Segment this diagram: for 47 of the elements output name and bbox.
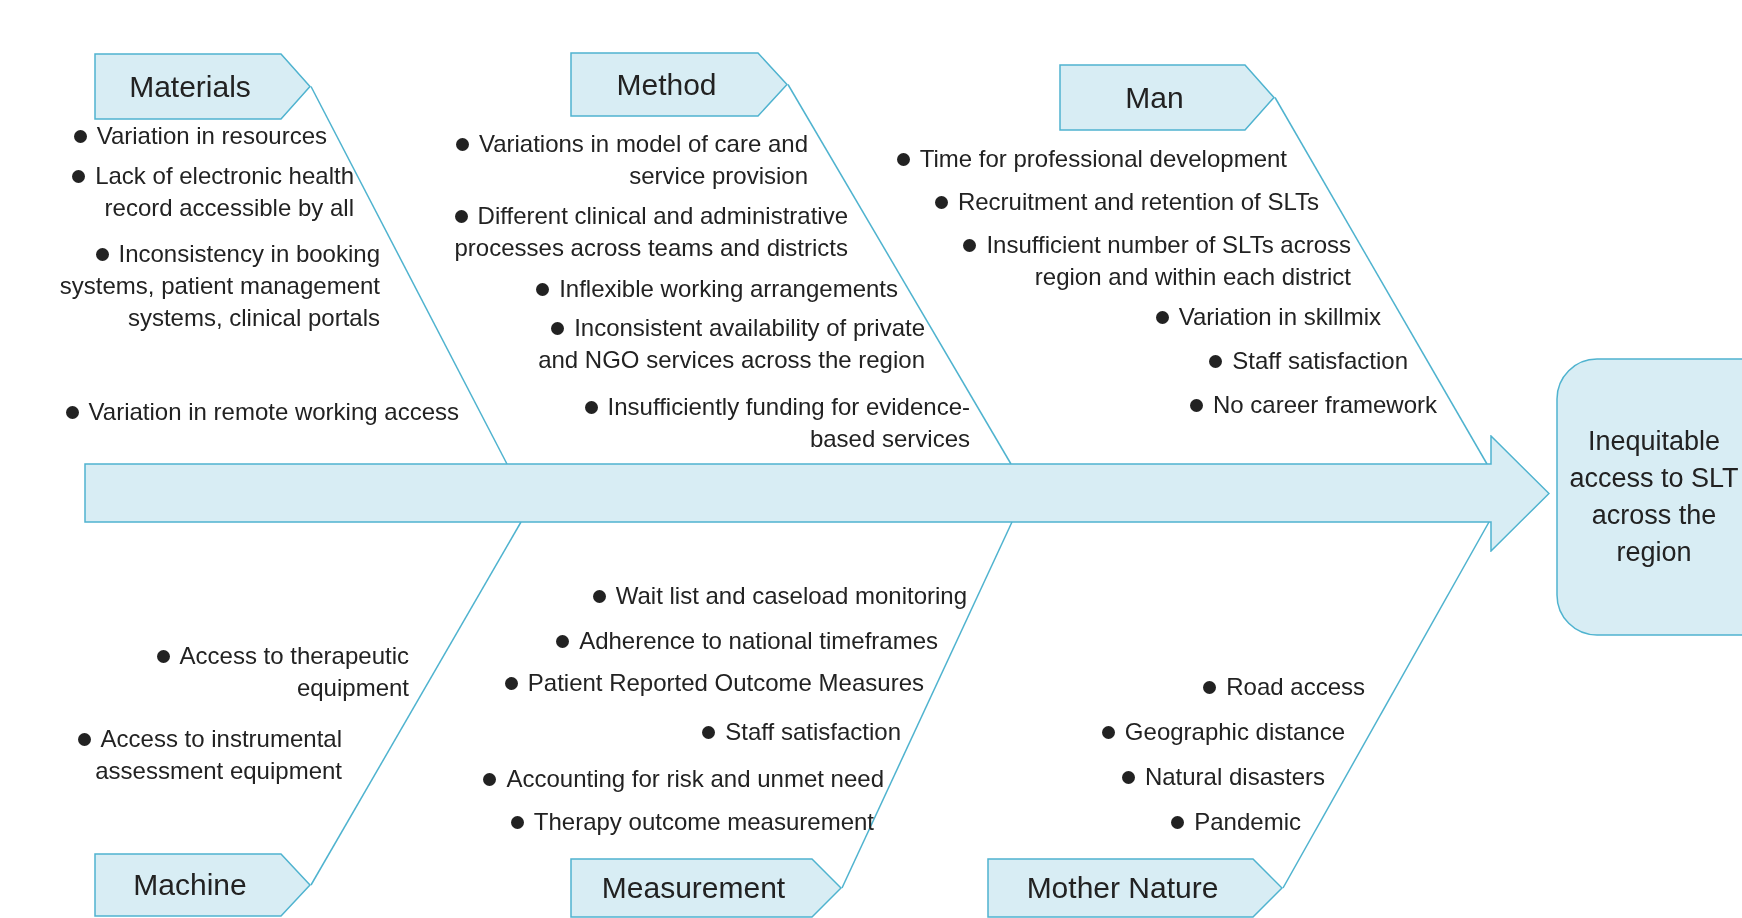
cause-item: Lack of electronic health record accessible by all xyxy=(54,160,354,224)
cause-item: Recruitment and retention of SLTs xyxy=(934,186,1319,218)
cause-item: Geographic distance xyxy=(1101,716,1345,748)
cause-item: Accounting for risk and unmet need xyxy=(483,763,884,795)
category-tag xyxy=(94,53,311,120)
cause-item: Inconsistency in booking systems, patient management systems, clinical portals xyxy=(10,238,380,334)
cause-item: Inflexible working arrangements xyxy=(536,273,898,305)
cause-item: Adherence to national timeframes xyxy=(556,625,938,657)
cause-item: Time for professional development xyxy=(896,143,1287,175)
bone-line xyxy=(1282,521,1490,889)
bone-line xyxy=(787,83,1012,465)
cause-item: Access to therapeutic equipment xyxy=(119,640,409,704)
cause-item: Insufficient number of SLTs across region and within each district xyxy=(921,229,1351,293)
effect-label: Inequitable access to SLT across the region xyxy=(1568,425,1740,569)
cause-item: Staff satisfaction xyxy=(702,716,901,748)
category-label: Man xyxy=(1125,80,1184,115)
cause-item: Wait list and caseload monitoring xyxy=(592,580,967,612)
category-label: Method xyxy=(616,67,717,102)
cause-item: Road access xyxy=(1203,671,1365,703)
cause-item: Natural disasters xyxy=(1121,761,1325,793)
category-label: Measurement xyxy=(601,871,786,905)
cause-item: Variation in skillmix xyxy=(1155,301,1381,333)
cause-item: No career framework xyxy=(1189,389,1437,421)
cause-item: Therapy outcome measurement xyxy=(510,806,874,838)
bone-line xyxy=(310,521,522,886)
cause-item: Staff satisfaction xyxy=(1209,345,1408,377)
bone-line xyxy=(1274,96,1488,465)
cause-item: Patient Reported Outcome Measures xyxy=(504,667,924,699)
category-tag xyxy=(1059,64,1275,131)
cause-item: Variation in remote working access xyxy=(65,396,459,428)
category-tag xyxy=(570,858,842,918)
cause-item: Inconsistent availability of private and NGO services across the region xyxy=(525,312,925,376)
cause-item: Access to instrumental assessment equipment xyxy=(42,723,342,787)
cause-item: Pandemic xyxy=(1171,806,1301,838)
category-tag xyxy=(987,858,1283,918)
category-label: Machine xyxy=(133,868,247,902)
category-tag xyxy=(94,853,311,917)
effect-box xyxy=(1556,358,1742,636)
category-label: Materials xyxy=(129,69,251,104)
cause-item: Variation in resources xyxy=(73,120,327,152)
cause-item: Different clinical and administrative processes across teams and districts xyxy=(398,200,848,264)
cause-item: Variations in model of care and service provision xyxy=(418,128,808,192)
category-tag xyxy=(570,52,788,117)
bone-line xyxy=(841,521,1013,889)
bone-line xyxy=(310,85,508,465)
cause-item: Insufficiently funding for evidence-based services xyxy=(540,391,970,455)
category-label: Mother Nature xyxy=(1026,871,1219,905)
